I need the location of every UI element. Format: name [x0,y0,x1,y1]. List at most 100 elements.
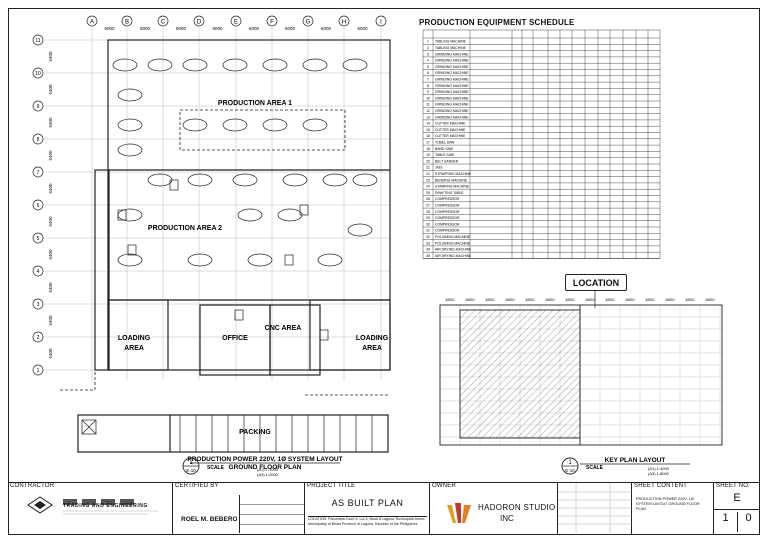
equipment-fixture [282,173,308,187]
schedule-row-item: GRINDING MACHINE [435,65,469,69]
schedule-row-item: GRINDING MACHINE [435,78,469,82]
plan-caption-2: GROUND FLOOR PLAN [229,464,302,471]
schedule-row-item: TABLING MACHINE [435,46,467,50]
schedule-row-number: 29 [426,216,430,220]
grid-bubble-e [230,15,242,27]
equipment-fixture [117,253,143,267]
schedule-row-item: BENDING MACHINE [435,178,468,182]
schedule-row-item: TUBEL SAW [435,141,455,145]
plan-scale-label: SCALE [207,465,225,471]
schedule-row-item: COMPRESSOR [435,210,460,214]
sheet-letter: E [714,492,760,510]
schedule-row-number: 11 [426,103,430,107]
key-plan-dimension: 6000 [566,297,576,302]
equipment-fixture [187,173,213,187]
schedule-row-number: 14 [426,122,430,126]
grid-letter: A [90,20,94,26]
tb-sheet-number: SHEET NO. E 1 0 [714,483,760,535]
grid-bubble-4 [32,265,44,277]
schedule-title: PRODUCTION EQUIPMENT SCHEDULE [419,18,575,27]
grid-number: 1 [37,368,40,374]
grid-number: 7 [37,170,40,176]
schedule-row-number: 23 [426,178,430,182]
project-name: AS BUILT PLAN [331,498,404,508]
key-plan-location-hatch [459,309,581,439]
grid-letter: H [342,20,346,26]
grid-dimension: 6000 [357,26,368,31]
schedule-row-number: 21 [426,166,430,170]
key-plan-scale-label: SCALE [586,465,604,471]
grid-bubble-1 [32,364,44,376]
tb-project: PROJECT TITLE AS BUILT PLAN LOCATION: Pa… [305,483,430,535]
equipment-fixture [222,58,248,72]
schedule-row-item: GRINDING MACHINE [435,59,469,63]
key-plan-tag-sheet: E-10 [565,468,575,473]
sheet-num-2: 0 [745,512,752,524]
contractor-logo [27,496,158,515]
equipment-box [127,244,137,256]
packing-box [81,419,97,435]
grid-dimension: 6000 [285,26,296,31]
equipment-box [117,209,127,221]
equipment-fixture [117,88,143,102]
equipment-fixture [347,223,373,237]
grid-letter: F [270,20,274,26]
grid-number: 9 [37,104,40,110]
tb-sheet-label: SHEET NO. [716,483,751,489]
schedule-row-number: 10 [426,96,430,100]
key-plan-dimension: 6000 [486,297,496,302]
schedule-row-item: TABLING MACHINE [435,40,467,44]
schedule-row-number: 30 [426,222,430,226]
grid-bubble-a [86,15,98,27]
grid-bubble-6 [32,199,44,211]
schedule-row-item: TABLE SAW [435,153,455,157]
grid-bubble-g [302,15,314,27]
label-loading-right-2: AREA [362,345,382,352]
equipment-fixture [342,58,368,72]
key-plan-dimension: 6000 [446,297,456,302]
project-location: LOCATION: Panorama Court II, Lot 3, Bloc… [308,516,427,527]
grid-bubble-8 [32,133,44,145]
grid-letter: C [161,20,166,26]
schedule-row-item: BAND SAW [435,147,454,151]
schedule-row-item: GRINDING MACHINE [435,109,469,113]
grid-bubble-b [121,15,133,27]
grid-dimension: 5400 [48,315,53,326]
certified-name: ROEL M. BEBERO [181,516,238,523]
grid-dimension: 5400 [48,282,53,293]
schedule-row-number: 28 [426,210,430,214]
grid-number: 2 [37,335,40,341]
grid-dimension: 5400 [48,51,53,62]
schedule-row-number: 16 [426,134,430,138]
grid-bubble-9 [32,100,44,112]
schedule-row-number: 8 [427,84,429,88]
schedule-row-number: 17 [426,141,430,145]
schedule-row-item: COMPRESSOR [435,222,460,226]
schedule-row-item: AIR DRYING MACHINE [435,248,472,252]
schedule-row-item: POLISHING MACHINE [435,235,471,239]
sheet-num-1: 1 [714,512,738,532]
key-plan-dimension: 6000 [626,297,636,302]
schedule-row-number: 24 [426,185,430,189]
grid-dimension: 5400 [48,117,53,128]
schedule-row-item: GRINDING MACHINE [435,103,469,107]
grid-number: 4 [37,269,40,275]
schedule-row-number: 13 [426,115,430,119]
grid-bubble-3 [32,298,44,310]
grid-bubble-i [375,15,387,27]
key-plan-dimension: 6000 [666,297,676,302]
equipment-fixture [147,58,173,72]
grid-dimension: 6000 [249,26,260,31]
label-office: OFFICE [222,335,248,342]
key-plan-dimension: 6000 [686,297,696,302]
tb-owner-label: OWNER [432,483,456,489]
key-plan-dimension: 6000 [506,297,516,302]
schedule-row-number: 25 [426,191,430,195]
label-production-area-2: PRODUCTION AREA 2 [148,225,222,232]
schedule-row-item: STAMPING MACHINE [435,185,470,189]
plan-tag-sheet: E-10 [186,468,196,473]
tb-content-label: SHEET CONTENT [634,483,688,489]
grid-dimension: 6000 [104,26,115,31]
